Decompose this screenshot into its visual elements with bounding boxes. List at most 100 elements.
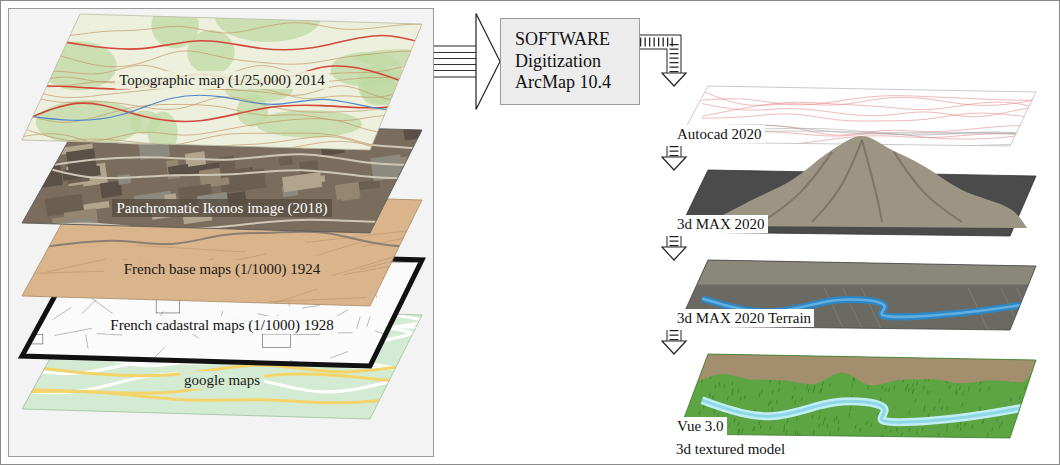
map-texture [814,385,815,389]
map-texture [776,400,777,404]
map-texture [338,268,373,280]
map-texture [0,66,50,84]
map-texture [862,288,882,330]
map-texture [364,75,399,93]
map-texture [402,116,432,141]
map-texture [256,245,265,257]
map-texture [118,174,132,185]
map-texture [946,428,947,432]
map-texture [662,260,1040,285]
model-layer: Vue 3.0 [662,354,1040,438]
map-texture [808,389,809,393]
map-texture [813,430,814,434]
map-texture [980,388,981,392]
map-texture [40,41,117,90]
map-texture [31,162,63,188]
map-texture [962,403,963,407]
map-texture [1033,427,1034,431]
map-texture [702,400,1040,422]
map-texture [968,386,969,390]
map-texture [912,389,913,393]
map-texture [927,391,928,395]
arrow-stripe [434,58,476,59]
arrow-shaft [668,330,681,341]
map-texture [885,425,886,429]
map-texture [999,425,1000,429]
arrow-shaft [640,42,674,73]
map-texture [794,386,795,390]
map-texture [963,392,964,396]
layer-title: Autocad 2020 [674,125,765,143]
map-texture [843,288,863,330]
box-text: SOFTWARE Digitization ArcMap 10.4 [515,29,625,94]
map-texture [281,80,320,98]
map-texture [915,399,916,403]
map-texture [795,431,796,435]
arrow-stripes [670,146,679,157]
map-texture [972,425,973,429]
map-texture [956,391,957,395]
layer-outline [22,250,422,366]
layer-title: Topographic map (1/25,000) 2014 [115,71,329,89]
map-texture [812,415,813,419]
map-texture [850,407,851,411]
map-texture [662,354,1040,438]
map-texture [702,96,1060,105]
map-texture [770,426,771,430]
map-texture [868,386,869,390]
map-texture [939,399,940,403]
map-texture [906,387,907,391]
map-texture [855,425,856,429]
map-texture [186,255,225,266]
arrow-head [662,157,686,170]
map-texture [813,388,814,392]
mountain-ridge [762,152,832,222]
map-texture [834,418,835,422]
arrow-shaft-outline [667,236,682,247]
arrow-stripe [434,64,476,65]
map-texture [989,387,990,391]
map-texture [22,46,462,68]
map-texture [827,424,828,428]
map-texture [22,154,442,170]
map-texture [830,383,831,387]
layer-outline [678,354,1036,438]
layer-title: Panchromatic Ikonos image (2018) [112,199,331,217]
map-texture [786,430,787,434]
map-texture [318,320,326,328]
map-texture [676,386,677,390]
layer-title: French base maps (1/1000) 1924 [120,260,325,278]
map-texture [836,416,837,420]
map-texture [22,250,422,366]
map-texture [200,340,208,348]
map-texture [154,313,162,321]
map-texture [738,389,739,393]
map-texture [665,401,666,405]
block-arrow [662,236,686,260]
layer-title: google maps [180,371,264,389]
map-texture [201,258,213,261]
map-texture [699,411,700,415]
map-texture [838,420,839,424]
map-texture [964,423,965,427]
map-texture [22,322,442,344]
map-texture [702,113,1060,121]
map-texture [885,387,886,391]
map-texture [713,395,714,399]
layer-title: Vue 3.0 [674,417,727,435]
map-texture [753,427,754,431]
map-texture [683,412,684,416]
map-texture [330,134,350,149]
map-texture [246,101,264,116]
map-texture [909,428,910,432]
map-texture [22,104,462,129]
map-texture [772,407,773,411]
map-texture [22,35,442,50]
map-texture [1028,394,1029,398]
map-texture [295,214,344,219]
map-texture [760,425,761,429]
map-texture [22,190,422,306]
map-texture [929,391,930,395]
